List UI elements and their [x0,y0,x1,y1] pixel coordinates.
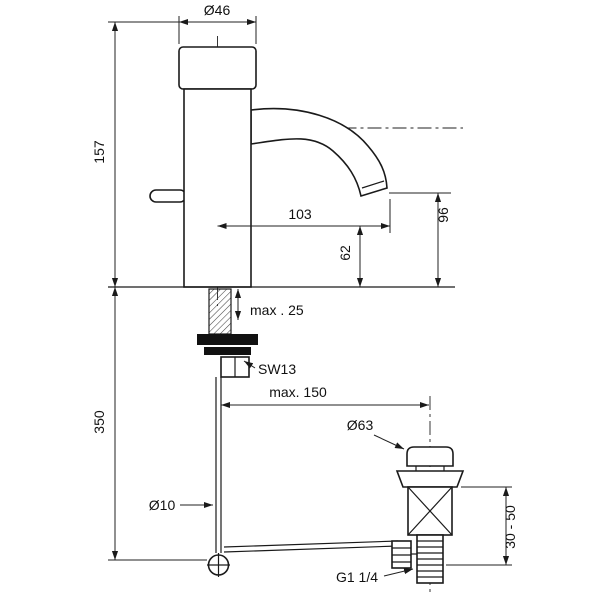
dim-height-upper-label: 157 [91,140,107,164]
waste-flange [395,470,465,488]
leader-wrench-size [243,360,256,369]
dim-waste-range-label: 30 - 50 [502,505,518,549]
faucet-body [183,88,252,288]
threaded-shank [208,288,232,335]
dim-spout-reach-label: 103 [288,206,312,222]
plug-cap [406,446,454,467]
metal-washer [204,347,251,355]
dim-rod-diameter-label: Ø10 [149,497,176,513]
leader-waste-flange [373,434,405,450]
rubber-washer [197,334,258,345]
dim-height-lower-label: 350 [91,410,107,434]
dimension-annotations: Ø46 157 350 103 62 96 max . 25 SW13 max.… [91,2,518,585]
leader-thread-size [383,568,414,577]
dim-wrench-size-label: SW13 [258,361,296,377]
dim-waste-flange-label: Ø63 [347,417,374,433]
dim-hose-length-label: max. 150 [269,384,327,400]
horizontal-lever-bottom-edge [223,545,399,553]
waste-body-diagonal-2 [407,486,453,536]
dim-spout-height-label: 96 [435,207,451,223]
spout-shape [250,107,388,198]
horizontal-lever-top-edge [223,540,399,548]
aerator-line [361,180,385,189]
adjuster-knurl-lines [392,547,411,563]
dim-outlet-height-label: 62 [337,245,353,261]
top-knob [178,46,257,90]
side-lever [149,189,187,203]
dim-thread-size-label: G1 1/4 [336,569,378,585]
tailpipe-thread-lines [417,540,443,578]
dim-top-diameter-label: Ø46 [204,2,231,18]
dim-deck-thickness-label: max . 25 [250,302,304,318]
drain-assembly [391,446,465,584]
